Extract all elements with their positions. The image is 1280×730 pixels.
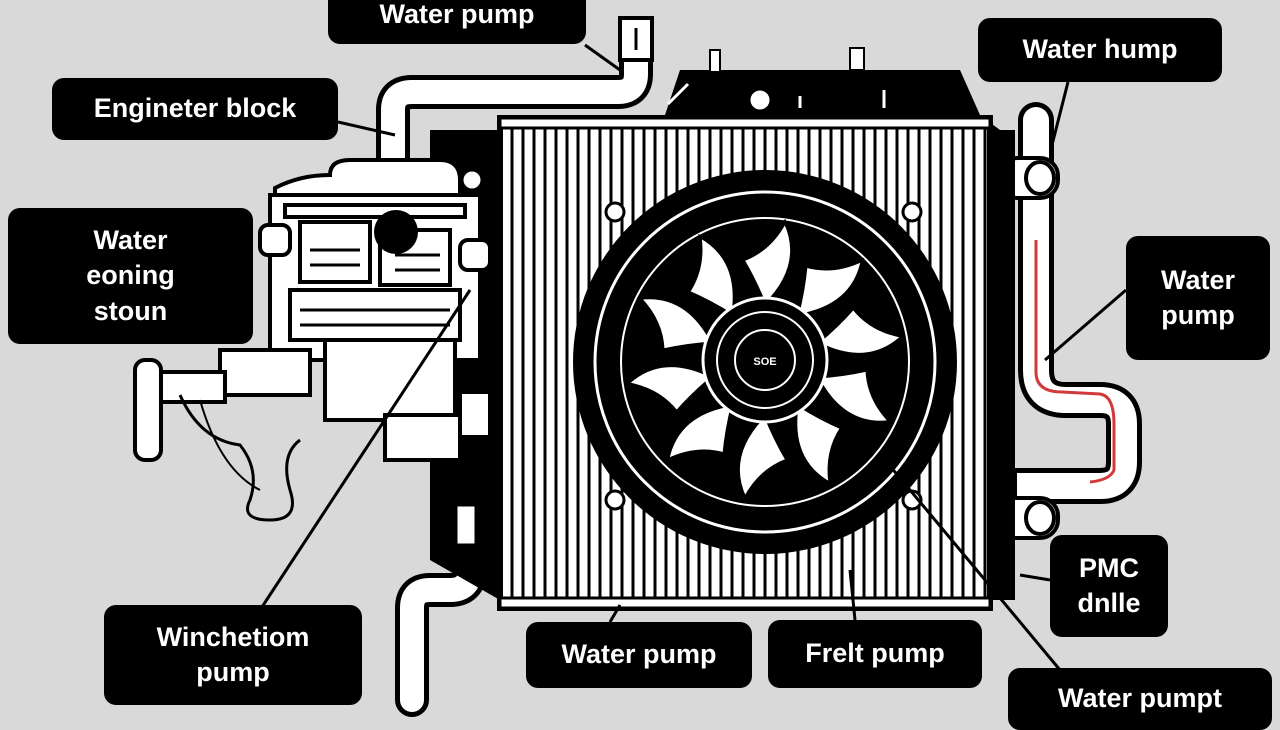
label-winchetiom-pump: Winchetiom pump bbox=[104, 605, 362, 705]
engine-pulley bbox=[133, 358, 163, 462]
label-water-pump-bottom: Water pump bbox=[526, 622, 752, 688]
radiator-cap bbox=[618, 16, 654, 62]
label-pmc-dnlle: PMC dnlle bbox=[1050, 535, 1168, 637]
coolant-flow-line bbox=[1034, 240, 1116, 484]
label-water-pump-right: Water pump bbox=[1126, 236, 1270, 360]
label-water-hump: Water hump bbox=[978, 18, 1222, 82]
fan-blades bbox=[624, 218, 906, 502]
label-frelt-pump: Frelt pump bbox=[768, 620, 982, 688]
fan-hub-text: SOE bbox=[753, 356, 776, 368]
engine-block bbox=[153, 158, 492, 462]
label-engineter-block: Engineter block bbox=[52, 78, 338, 140]
label-water-pumpt: Water pumpt bbox=[1008, 668, 1272, 730]
engine-wiring bbox=[178, 394, 301, 522]
label-water-pump-top: Water pump bbox=[328, 0, 586, 44]
leader-lines bbox=[258, 43, 1127, 671]
label-water-eoning-stoun: Water eoning stoun bbox=[8, 208, 253, 344]
